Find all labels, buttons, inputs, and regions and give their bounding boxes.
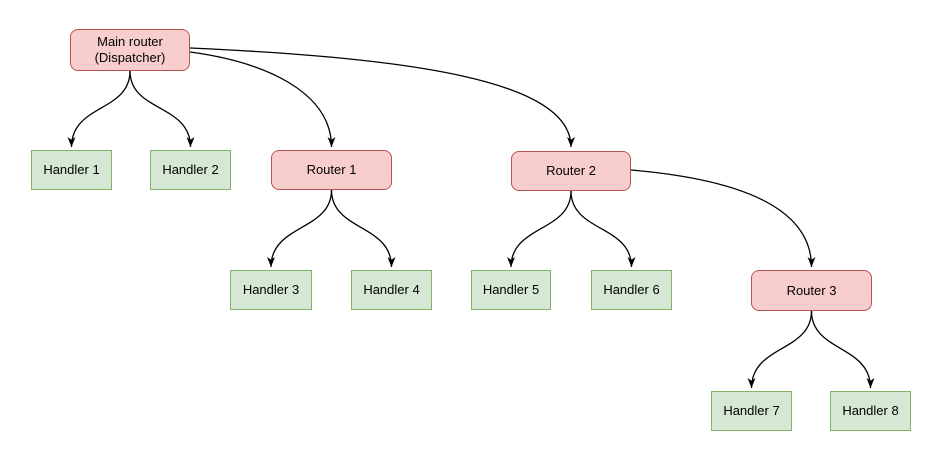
edge-router-2-to-router-3: [630, 169, 816, 268]
edge-router-3-to-handler-7: [747, 310, 813, 389]
node-label: Handler 4: [363, 282, 420, 297]
node-handler-7: Handler 7: [711, 391, 792, 431]
edge-main-router-to-handler-1: [67, 70, 131, 148]
node-router-2: Router 2: [511, 151, 631, 191]
edge-main-router-to-router-2: [189, 47, 575, 148]
node-label: Handler 2: [162, 162, 219, 177]
edge-main-router-to-handler-2: [129, 70, 195, 148]
node-label: Main router (Dispatcher): [94, 34, 166, 65]
node-handler-2: Handler 2: [150, 150, 231, 190]
edge-router-2-to-handler-6: [570, 190, 636, 268]
node-handler-8: Handler 8: [830, 391, 911, 431]
edge-router-3-to-handler-8: [810, 310, 875, 389]
edge-main-router-to-router-1: [189, 51, 336, 148]
node-handler-3: Handler 3: [230, 270, 312, 310]
node-handler-6: Handler 6: [591, 270, 672, 310]
node-label: Router 3: [786, 282, 837, 298]
edge-router-1-to-handler-4: [330, 189, 396, 268]
edge-router-1-to-handler-3: [267, 189, 333, 268]
node-handler-5: Handler 5: [471, 270, 551, 310]
edge-router-2-to-handler-5: [507, 190, 572, 268]
node-label: Handler 1: [43, 162, 100, 177]
node-label: Router 2: [546, 163, 596, 178]
node-label: Handler 6: [603, 282, 660, 297]
node-label: Handler 7: [723, 403, 780, 418]
node-main-router: Main router (Dispatcher): [70, 29, 190, 71]
node-label: Handler 5: [482, 282, 540, 297]
node-handler-1: Handler 1: [31, 150, 112, 190]
node-router-3: Router 3: [751, 270, 872, 311]
node-label: Handler 8: [842, 403, 899, 418]
node-label: Handler 3: [242, 282, 300, 297]
node-router-1: Router 1: [271, 150, 392, 190]
node-label: Router 1: [306, 162, 357, 177]
node-handler-4: Handler 4: [351, 270, 432, 310]
